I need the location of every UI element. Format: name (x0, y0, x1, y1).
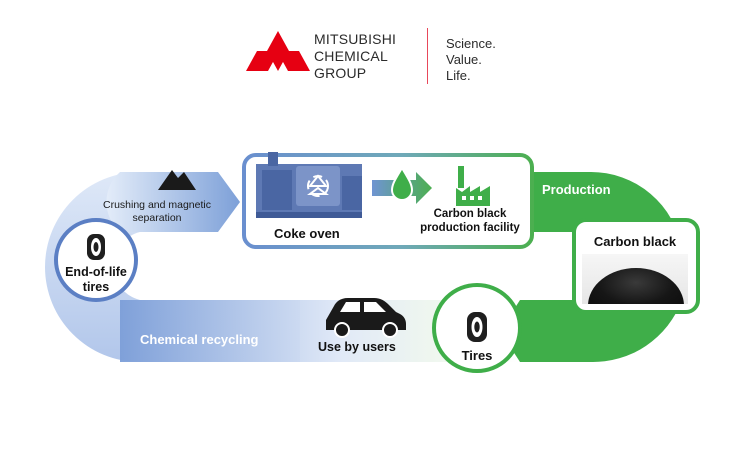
top-blue-arrow (106, 172, 240, 232)
tagline: Science. Value. Life. (446, 36, 496, 83)
tires-label: Tires (461, 348, 493, 363)
tire-icon (87, 234, 105, 260)
carbon-black-photo (582, 254, 688, 304)
facility-label: Carbon black production facility (420, 208, 520, 234)
production-label: Production (542, 182, 611, 197)
tire-icon (467, 312, 487, 342)
carbon-black-label: Carbon black (593, 234, 677, 249)
crushing-label: Crushing and magnetic separation (103, 199, 211, 224)
car-icon (326, 298, 406, 338)
mitsubishi-logo-icon (246, 31, 310, 71)
coke-oven-label: Coke oven (274, 226, 340, 241)
droplet-icon (390, 166, 414, 201)
coke-oven-icon (256, 152, 362, 218)
header-divider (427, 28, 428, 84)
bottom-band (120, 300, 520, 362)
use-by-users-label: Use by users (318, 340, 396, 354)
chemical-recycling-label: Chemical recycling (140, 332, 259, 347)
factory-icon (456, 166, 490, 206)
right-lower-arc (500, 300, 682, 363)
end-of-life-label: End-of-life tires (65, 265, 127, 294)
mountain-icon (158, 170, 196, 190)
company-name: MITSUBISHI CHEMICAL GROUP (314, 31, 397, 81)
